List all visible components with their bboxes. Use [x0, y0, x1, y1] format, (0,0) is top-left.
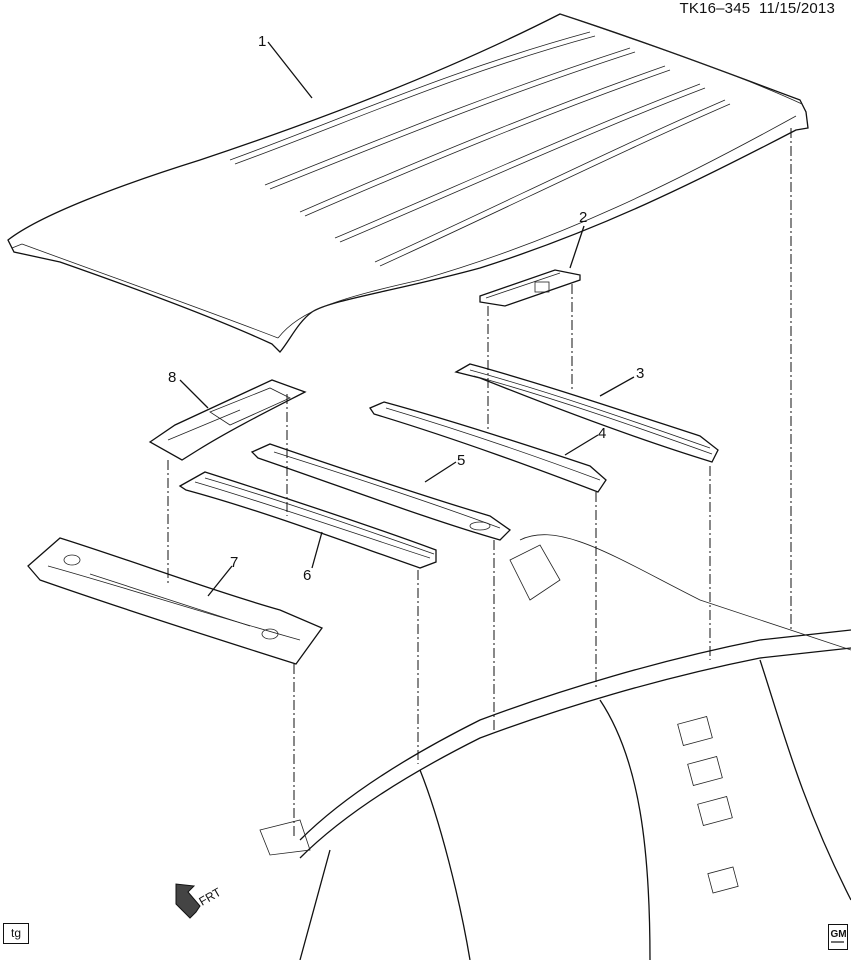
roof-bow-4	[369, 401, 607, 493]
callout-5: 5	[457, 452, 465, 469]
roof-bracket	[479, 269, 581, 307]
gm-logo-text: GM	[831, 929, 847, 940]
leader-lines	[179, 41, 635, 597]
gm-logo-icon: GM	[828, 924, 848, 950]
diagram-header: TK16–345 11/15/2013	[679, 0, 835, 17]
roof-bow-3	[454, 363, 719, 463]
callout-2: 2	[579, 209, 587, 226]
callout-6: 6	[303, 567, 311, 584]
callout-4: 4	[598, 425, 606, 442]
front-header-panel	[27, 537, 324, 665]
front-label: FRT	[197, 885, 225, 909]
doc-id: TK16–345	[679, 0, 751, 17]
doc-date: 11/15/2013	[759, 0, 835, 17]
callout-3: 3	[636, 365, 644, 382]
callout-8: 8	[168, 369, 176, 386]
alignment-lines	[167, 128, 792, 836]
tag-box: tg	[3, 923, 29, 944]
roof-bow-5	[250, 443, 512, 541]
roof-panel	[7, 13, 809, 353]
callout-7: 7	[230, 554, 238, 571]
front-arrow-icon: FRT	[175, 883, 225, 919]
body-structure	[259, 534, 851, 960]
callout-labels: 1 2 3 4 5 6 7 8	[168, 33, 644, 584]
callout-1: 1	[258, 33, 266, 50]
sunroof-panel	[148, 379, 307, 461]
roof-rail-6	[178, 471, 437, 569]
